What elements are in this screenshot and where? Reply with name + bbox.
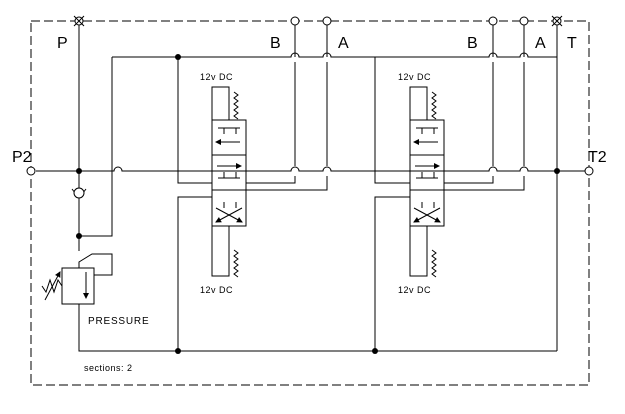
section1-tank-out [177, 196, 212, 351]
section2-pressure-in [374, 57, 410, 184]
section2-b-line [444, 22, 494, 184]
valve-section-2 [409, 86, 445, 278]
port-a1-circle [322, 16, 332, 26]
valve1-bottom-coil-label: 12v DC [200, 285, 233, 295]
port-label-a1: A [338, 35, 349, 52]
valve1-top-coil-label: 12v DC [200, 72, 233, 82]
section2-a-line [444, 22, 525, 191]
valve2-bottom-coil-label: 12v DC [398, 285, 431, 295]
valve-section-1 [211, 86, 247, 278]
port-t2-circle [584, 166, 594, 176]
section1-a-line [246, 22, 328, 191]
section2-tank-out [374, 196, 410, 351]
relief-pilot-line [79, 57, 113, 237]
section1-b-line [246, 22, 296, 184]
port-a2-circle [519, 16, 529, 26]
port-label-b1: B [270, 35, 281, 52]
sections-count-label: sections: 2 [84, 363, 133, 373]
check-valve [71, 187, 87, 199]
port-label-t: T [567, 35, 577, 52]
junction-dots [76, 54, 560, 354]
port-label-p2: P2 [12, 149, 32, 166]
port-label-a2: A [535, 35, 546, 52]
port-p-plugged [73, 15, 85, 27]
port-b2-circle [488, 16, 498, 26]
section1-pressure-in [177, 57, 212, 184]
relief-valve-label: PRESSURE [88, 316, 149, 327]
valve2-top-coil-label: 12v DC [398, 72, 431, 82]
port-p2-circle [26, 166, 36, 176]
pressure-relief-valve [41, 253, 113, 305]
port-label-b2: B [467, 35, 478, 52]
port-label-p: P [57, 35, 68, 52]
main-gallery-line [36, 166, 586, 172]
port-t-plugged [551, 15, 563, 27]
port-b1-circle [290, 16, 300, 26]
dashed-boundary [30, 20, 590, 386]
port-label-t2: T2 [588, 149, 607, 166]
top-pressure-gallery [112, 52, 557, 58]
bottom-tank-gallery [78, 304, 557, 352]
